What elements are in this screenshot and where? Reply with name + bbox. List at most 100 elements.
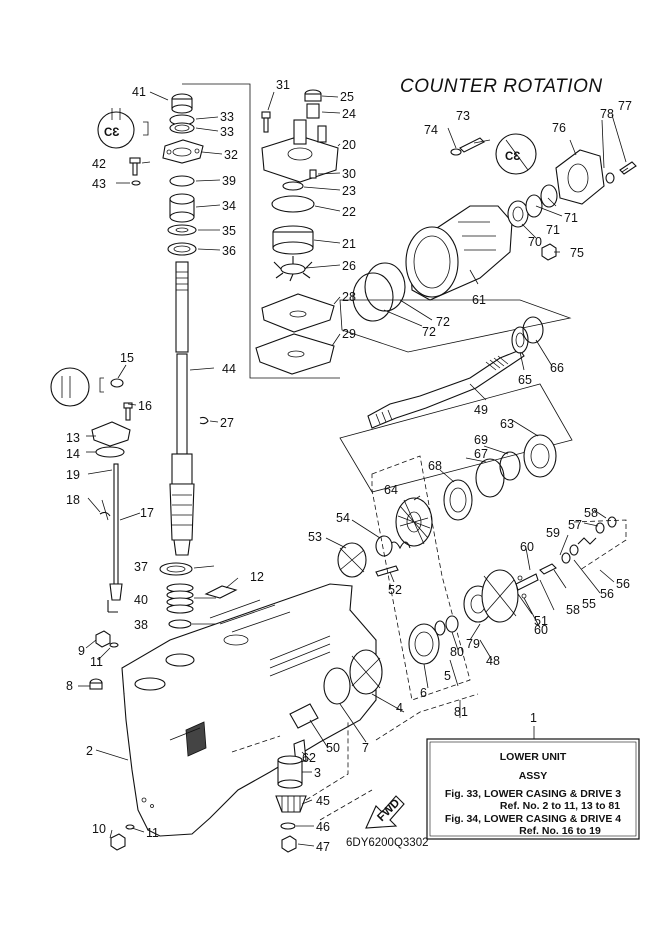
propeller-shaft-group: CƐ (275, 133, 637, 853)
callout-72-a: 72 (436, 315, 450, 329)
callout-66: 66 (550, 361, 564, 375)
callout-59: 59 (546, 526, 560, 540)
callout-labels: 2 3 4 5 6 7 8 9 10 11 11 12 13 14 15 16 … (66, 78, 632, 854)
callout-29: 29 (342, 327, 356, 341)
callout-65: 65 (518, 373, 532, 387)
callout-35: 35 (222, 224, 236, 238)
callout-33-a: 33 (220, 110, 234, 124)
shift-rod-group (50, 367, 133, 613)
callout-68: 68 (428, 459, 442, 473)
callout-63: 63 (500, 417, 514, 431)
box-line-4: Ref. No. 2 to 11, 13 to 81 (500, 800, 620, 812)
callout-48: 48 (486, 654, 500, 668)
box-line-2: ASSY (519, 770, 548, 782)
callout-10: 10 (92, 822, 106, 836)
callout-11-a: 11 (90, 655, 103, 669)
callout-7: 7 (362, 741, 369, 755)
callout-5: 5 (444, 669, 451, 683)
callout-69: 69 (474, 433, 488, 447)
callout-74: 74 (424, 123, 438, 137)
callout-52: 52 (388, 583, 402, 597)
callout-67: 67 (474, 447, 488, 461)
callout-41: 41 (132, 85, 146, 99)
callout-44: 44 (222, 362, 236, 376)
callout-12: 12 (250, 570, 264, 584)
callout-60-b: 60 (534, 623, 548, 637)
callout-49: 49 (474, 403, 488, 417)
diagram-title: COUNTER ROTATION (400, 76, 603, 97)
box-line-3: Fig. 33, LOWER CASING & DRIVE 3 (445, 788, 621, 800)
callout-24: 24 (342, 107, 356, 121)
callout-6: 6 (420, 686, 427, 700)
callout-57: 57 (568, 518, 582, 532)
callout-77: 77 (618, 99, 632, 113)
callout-72-b: 72 (422, 325, 436, 339)
svg-text:CƐ: CƐ (104, 127, 120, 139)
callout-16: 16 (138, 399, 152, 413)
callout-56-b: 56 (600, 587, 614, 601)
drive-shaft-group: CƐ (97, 93, 209, 629)
callout-25: 25 (340, 90, 354, 104)
callout-71-a: 71 (546, 223, 560, 237)
callout-28: 28 (342, 290, 356, 304)
callout-17: 17 (140, 506, 154, 520)
callout-9: 9 (78, 644, 85, 658)
callout-37: 37 (134, 560, 148, 574)
callout-50: 50 (326, 741, 340, 755)
callout-58-a: 58 (584, 506, 598, 520)
callout-15: 15 (120, 351, 134, 365)
callout-21: 21 (342, 237, 356, 251)
callout-61: 61 (472, 293, 486, 307)
callout-11-b: 11 (146, 826, 159, 840)
callout-51: 51 (534, 614, 548, 628)
callout-32: 32 (224, 148, 238, 162)
callout-22: 22 (342, 205, 356, 219)
callout-71-b: 71 (564, 211, 578, 225)
water-pump-group (182, 83, 340, 379)
leader-lines (78, 91, 627, 847)
callout-20: 20 (342, 138, 356, 152)
box-line-1: LOWER UNIT (500, 751, 567, 763)
callout-18: 18 (66, 493, 80, 507)
callout-73: 73 (456, 109, 470, 123)
callout-78: 78 (600, 107, 614, 121)
callout-34: 34 (222, 199, 236, 213)
callout-26: 26 (342, 259, 356, 273)
callout-33-b: 33 (220, 125, 234, 139)
callout-43: 43 (92, 177, 106, 191)
callout-46: 46 (316, 820, 330, 834)
callout-62: 62 (302, 751, 316, 765)
drawing-code: 6DY6200Q3302 (346, 837, 428, 849)
callout-75: 75 (570, 246, 584, 260)
assembly-reference-box: 1 LOWER UNIT ASSY Fig. 33, LOWER CASING … (426, 711, 640, 840)
callout-55: 55 (582, 597, 596, 611)
callout-1: 1 (530, 711, 537, 725)
box-line-5: Fig. 34, LOWER CASING & DRIVE 4 (445, 813, 621, 825)
callout-54: 54 (336, 511, 350, 525)
callout-53: 53 (308, 530, 322, 544)
callout-14: 14 (66, 447, 80, 461)
callout-31: 31 (276, 78, 290, 92)
callout-64: 64 (384, 483, 398, 497)
callout-42: 42 (92, 157, 106, 171)
callout-38: 38 (134, 618, 148, 632)
callout-40: 40 (134, 593, 148, 607)
callout-36: 36 (222, 244, 236, 258)
callout-76: 76 (552, 121, 566, 135)
callout-8: 8 (66, 679, 73, 693)
callout-70: 70 (528, 235, 542, 249)
callout-13: 13 (66, 431, 80, 445)
callout-39: 39 (222, 174, 236, 188)
callout-47: 47 (316, 840, 330, 854)
callout-80: 80 (450, 645, 464, 659)
callout-79: 79 (466, 637, 480, 651)
callout-23: 23 (342, 184, 356, 198)
callout-4: 4 (396, 701, 403, 715)
callout-27: 27 (220, 416, 234, 430)
lower-casing (89, 583, 377, 851)
box-line-6: Ref. No. 16 to 19 (519, 825, 601, 837)
callout-19: 19 (66, 468, 80, 482)
callout-60-a: 60 (520, 540, 534, 554)
callout-30: 30 (342, 167, 356, 181)
